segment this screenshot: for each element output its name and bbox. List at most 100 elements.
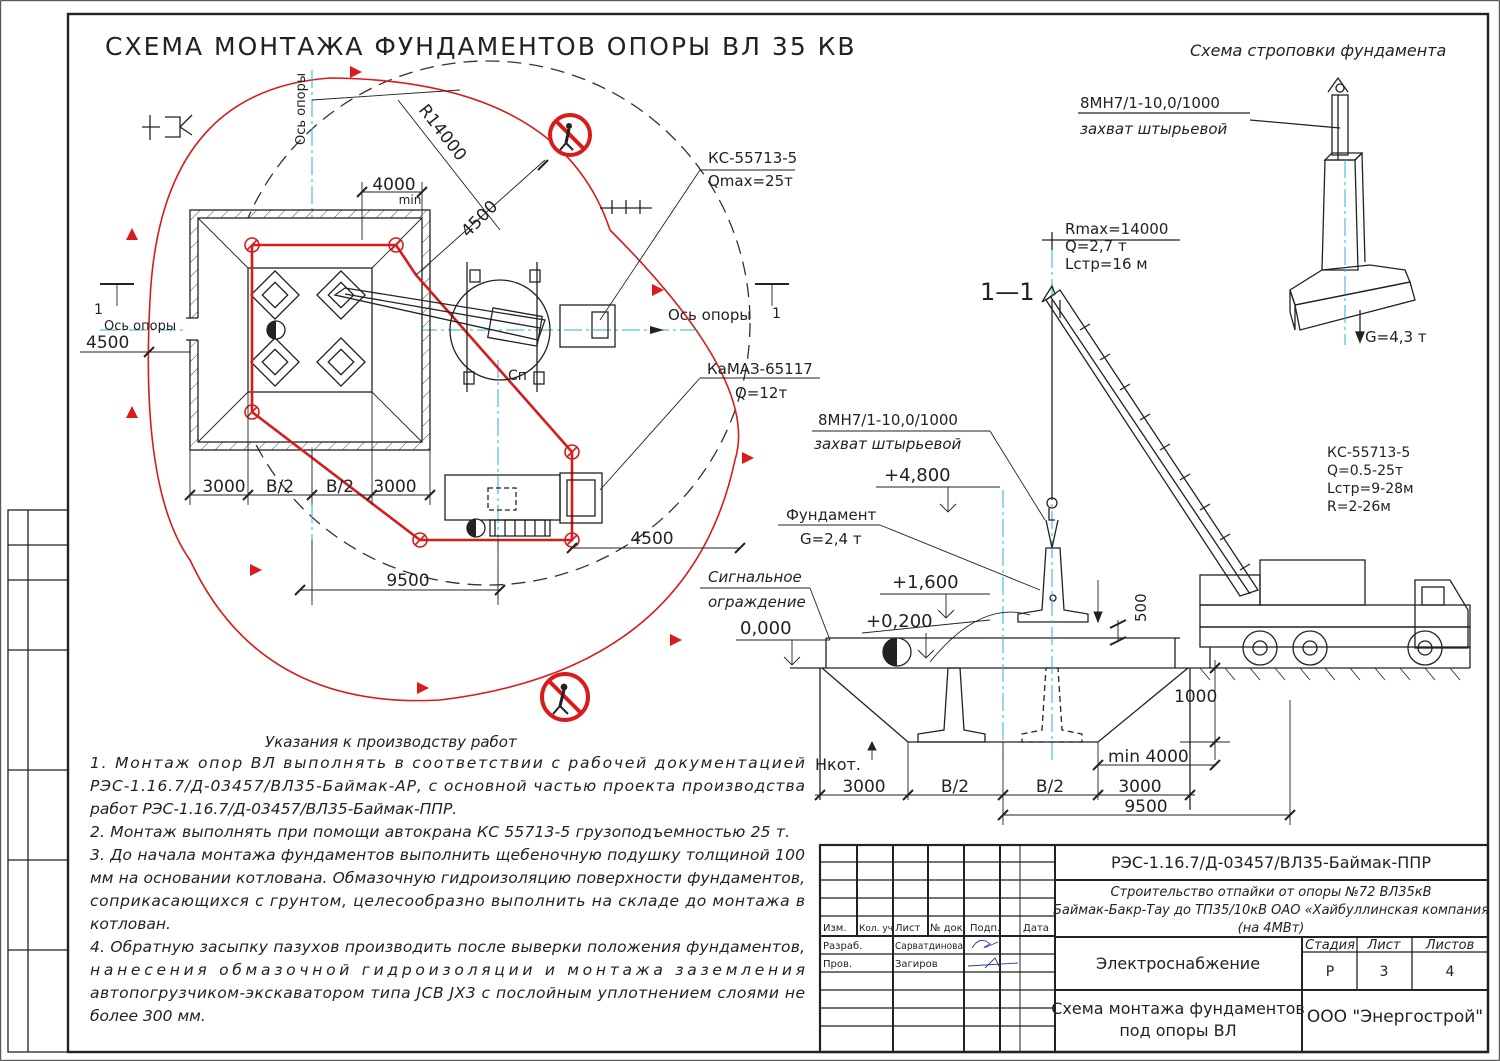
level-4800: +4,800 [884, 465, 951, 486]
stamp-doc-code: РЭС-1.16.7/Д-03457/ВЛ35-Баймак-ППР [1111, 853, 1431, 872]
plan-view: Ось опоры Ось опоры Ось опоры [80, 60, 820, 722]
signature-1-icon [971, 939, 999, 949]
section-dim-9500: 9500 [1124, 797, 1167, 817]
sign-post-icon [100, 200, 652, 285]
notes-heading: Указания к производству работ [265, 733, 518, 751]
section-grip-code: 8МН7/1-10,0/1000 [818, 411, 958, 429]
section-dim-2: В/2 [1036, 777, 1064, 797]
section-mark-right: 1 [772, 306, 781, 322]
section-mark-left: 1 [94, 302, 103, 318]
foundation-label: Фундамент [786, 506, 877, 524]
lamp-icon [142, 114, 193, 140]
binding-column [7, 509, 69, 1053]
dim-bottom-0: 3000 [202, 477, 245, 497]
stamp-role-2: Пров. [823, 959, 852, 970]
note-line-0: 1. Монтаж опор ВЛ выполнять в соответств… [90, 754, 805, 772]
axis-label-right: Ось опоры [668, 306, 751, 324]
crane-qmax-label: Qmax=25т [708, 172, 793, 190]
stamp-stage-value: Р [1326, 964, 1334, 980]
section-lstr: Lстр=16 м [1065, 255, 1148, 273]
stamp-stage-header: Стадия [1305, 938, 1355, 953]
section-crane-model: КС-55713-5 [1327, 445, 1410, 461]
note-line-3: 2. Монтаж выполнять при помощи автокрана… [90, 823, 790, 841]
work-notes: Указания к производству работ 1. Монтаж … [89, 733, 805, 1025]
section-dim-1: В/2 [941, 777, 969, 797]
sling-grip-code: 8МН7/1-10,0/1000 [1080, 94, 1220, 112]
title-block: РЭС-1.16.7/Д-03457/ВЛ35-Баймак-ППР Строи… [818, 843, 1489, 1054]
crane-plan [333, 262, 616, 392]
sling-title: Схема строповки фундамента [1190, 41, 1446, 60]
no-entry-sign-icon [548, 113, 592, 157]
page-title: СХЕМА МОНТАЖА ФУНДАМЕНТОВ ОПОРЫ ВЛ 35 КВ [105, 32, 857, 61]
section-crane-r: R=2-26м [1327, 499, 1391, 515]
note-line-9: нанесения обмазочной гидроизоляции и мон… [90, 961, 805, 979]
crane-boom [1041, 284, 1260, 597]
stamp-role-1: Разраб. [823, 941, 862, 952]
truck-plan [444, 472, 603, 537]
section-crane-l: Lстр=9-28м [1327, 481, 1414, 497]
radius-label: R14000 [414, 101, 470, 165]
crane-truck [1199, 559, 1471, 668]
note-line-4: 3. До начала монтажа фундаментов выполни… [90, 846, 805, 864]
section-q: Q=2,7 т [1065, 237, 1127, 255]
note-line-2: работ РЭС-1.16.7/Д-03457/ВЛ35-Баймак-ППР… [89, 800, 457, 818]
work-area-markers [244, 237, 580, 548]
foundations [250, 270, 366, 387]
stamp-sheet-title-2: под опоры ВЛ [1119, 1021, 1236, 1040]
work-area-outline [250, 243, 574, 542]
axis-label-vertical: Ось опоры [294, 73, 309, 145]
section-dim-3: 3000 [1118, 777, 1161, 797]
level-1600: +1,600 [892, 572, 959, 593]
stamp-project-1: Строительство отпайки от опоры №72 ВЛ35к… [1110, 885, 1431, 900]
truck-model-label: КаМАЗ-65117 [707, 360, 813, 378]
section-view: 1—1 [700, 220, 1471, 825]
section-grip-name: захват штырьевой [814, 435, 961, 453]
level-000: 0,000 [740, 618, 792, 639]
min-4000-label: min 4000 [1108, 747, 1189, 767]
stamp-col-podp: Подп. [970, 923, 1000, 934]
station-marker [266, 320, 286, 340]
signature-2-icon [967, 957, 1019, 969]
signal-fence-label-1: Сигнальное [708, 568, 802, 586]
stamp-company: ООО "Энергострой" [1307, 1007, 1483, 1027]
truck-station-marker [466, 518, 486, 538]
stamp-col-kol: Кол. уч [859, 924, 893, 934]
stamp-sheet-title-1: Схема монтажа фундаментов [1051, 999, 1305, 1018]
section-dim-0: 3000 [842, 777, 885, 797]
stamp-list-header: Лист [1367, 938, 1401, 953]
dim-4000: 4000 [372, 175, 415, 195]
sling-scheme: Схема строповки фундамента 8МН7/1-10,0/1… [1078, 41, 1446, 346]
dim-1000: 1000 [1174, 687, 1217, 707]
stamp-section-name: Электроснабжение [1096, 954, 1260, 973]
note-line-10: автопогрузчиком-экскаватором типа JCB JX… [90, 984, 805, 1002]
signal-fence-label-2: ограждение [708, 593, 806, 611]
stamp-name-1: Сарватдинова [895, 941, 963, 952]
foundation-weight: G=2,4 т [800, 530, 862, 548]
level-200: +0,200 [866, 611, 933, 632]
stamp-project-2: Баймак-Бакр-Тау до ТП35/10кВ ОАО «Хайбул… [1053, 903, 1489, 918]
stamp-lists-value: 4 [1446, 964, 1455, 980]
stamp-col-izm: Изм. [823, 923, 847, 934]
section-label: 1—1 [980, 278, 1035, 306]
stamp-lists-header: Листов [1425, 938, 1475, 953]
axis-label-horizontal: Ось опоры [104, 319, 176, 334]
dim-9500: 9500 [386, 571, 429, 591]
crane-center-label: Сп [508, 368, 527, 384]
section-crane-q: Q=0.5-25т [1327, 463, 1403, 479]
note-line-8: 4. Обратную засыпку пазухов производить … [90, 938, 805, 956]
note-line-7: котлован. [90, 915, 171, 933]
dim-4500-bottom: 4500 [630, 529, 673, 549]
note-line-1: РЭС-1.16.7/Д-03457/ВЛ35-Баймак-АР, с осн… [90, 777, 805, 795]
dim-bottom-3: 3000 [373, 477, 416, 497]
stamp-col-data: Дата [1023, 923, 1049, 934]
dim-4500-left: 4500 [86, 333, 129, 353]
section-station-marker [882, 637, 912, 667]
note-line-11: более 300 мм. [90, 1007, 206, 1025]
danger-zone-flags [126, 66, 754, 694]
no-entry-sign-bottom-icon [540, 672, 590, 722]
truck-q-label: Q=12т [735, 384, 787, 402]
dim-bottom-1: В/2 [266, 477, 294, 497]
note-line-5: мм на основании котлована. Обмазочную ги… [90, 869, 805, 887]
